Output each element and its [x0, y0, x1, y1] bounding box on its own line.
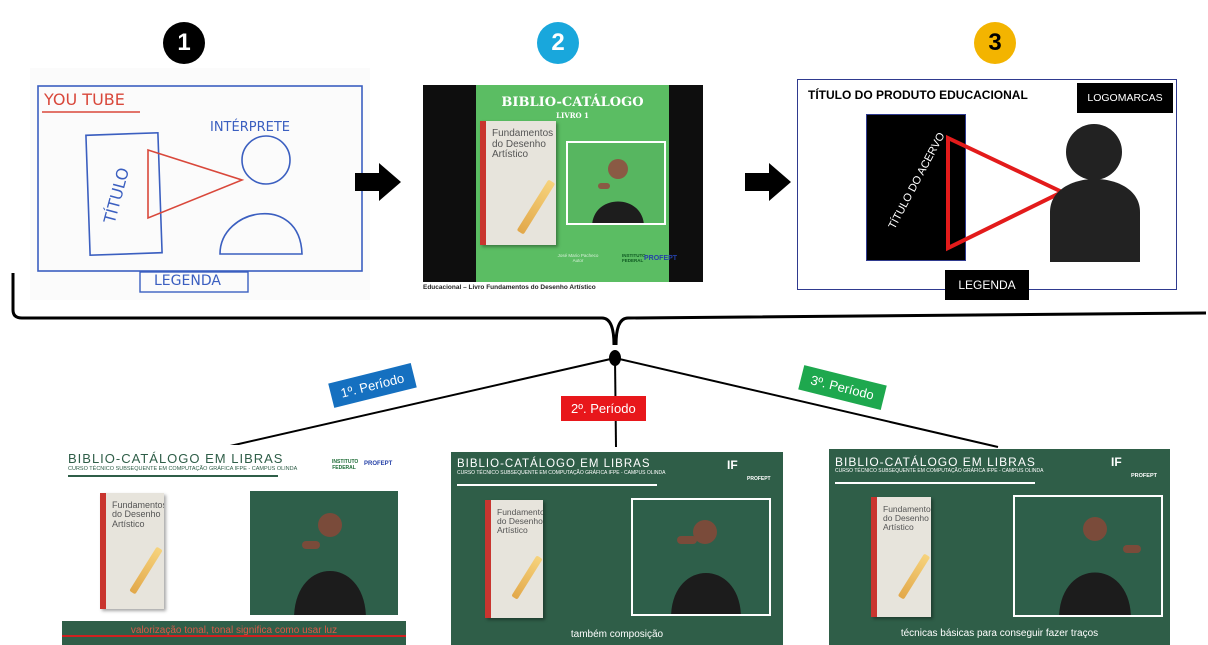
frame-1-logo-profept: PROFEPT	[364, 461, 393, 467]
frame-3-interpreter	[1059, 517, 1141, 615]
period-2-label: 2º. Período	[561, 396, 646, 421]
period-3-frame: BIBLIO-CATÁLOGO EM LIBRAS CURSO TÉCNICO …	[829, 449, 1170, 645]
layout-drawing	[946, 124, 1140, 262]
layout-title: TÍTULO DO PRODUTO EDUCACIONAL	[808, 88, 1028, 102]
layout-logos-box: LOGOMARCAS	[1077, 83, 1173, 113]
frame-1-pencil	[129, 546, 163, 595]
slide-subtitle: LIVRO 1	[556, 111, 589, 120]
sketch-youtube-label: YOU TUBE	[44, 90, 125, 109]
interpreter-person	[592, 159, 644, 223]
frame-1-book-title: Fundamentos do Desenho Artístico	[112, 500, 164, 529]
frame-3-pencil	[897, 553, 931, 600]
frame-1-underline	[68, 475, 278, 477]
step-3-number: 3	[988, 29, 1002, 56]
sketch-interprete-label: INTÉRPRETE	[210, 120, 290, 135]
frame-2-header: BIBLIO-CATÁLOGO EM LIBRAS CURSO TÉCNICO …	[451, 452, 783, 492]
arrow-right-1	[355, 163, 401, 201]
step-2-number: 2	[551, 29, 565, 56]
logo-if: INSTITUTO FEDERAL	[622, 253, 646, 263]
frame-1-body: Fundamentos do Desenho Artístico	[62, 485, 406, 621]
frame-3-underline	[835, 482, 1035, 484]
frame-2-logo-profept: PROFEPT	[747, 476, 771, 482]
step-2-circle: 2	[537, 22, 579, 64]
pencil-illustration	[516, 179, 556, 235]
screenshot-2: BIBLIO-CATÁLOGO LIVRO 1 Fundamentos do D…	[423, 85, 703, 305]
frame-2-logo-if: IF	[727, 458, 738, 472]
frame-2-pencil	[511, 555, 543, 600]
step-3-circle: 3	[974, 22, 1016, 64]
frame-1-interpreter	[294, 513, 366, 615]
interpreter-box	[566, 141, 666, 225]
green-slide: BIBLIO-CATÁLOGO LIVRO 1 Fundamentos do D…	[476, 85, 677, 282]
frame-2-underline	[457, 484, 657, 486]
book-cover: Fundamentos do Desenho Artístico	[480, 121, 556, 245]
frame-1-caption: valorização tonal, tonal significa como …	[130, 625, 338, 636]
arrow-right-2	[745, 163, 791, 201]
frame-2-interpreter	[671, 520, 741, 614]
frame-3-caption: técnicas básicas para conseguir fazer tr…	[900, 628, 1099, 639]
frame-2-interpreter-box	[631, 498, 771, 616]
step-1-circle: 1	[163, 22, 205, 64]
frame-3-logo-profept: PROFEPT	[1131, 473, 1157, 479]
logo-profept: PROFEPT	[644, 255, 678, 262]
step-1-number: 1	[177, 29, 191, 56]
frame-3-title: BIBLIO-CATÁLOGO EM LIBRAS	[835, 455, 1036, 469]
frame-3-header: BIBLIO-CATÁLOGO EM LIBRAS CURSO TÉCNICO …	[829, 449, 1170, 489]
frame-1-caption-bar	[62, 621, 406, 645]
sketch-legenda-label: LEGENDA	[154, 273, 221, 289]
author-label: José Mario Pacheco Autor	[557, 253, 599, 263]
frame-3-book: Fundamentos do Desenho Artístico	[871, 497, 931, 617]
period-2-frame: BIBLIO-CATÁLOGO EM LIBRAS CURSO TÉCNICO …	[451, 452, 783, 645]
period-1-label: 1º. Período	[328, 363, 417, 408]
period-3-label: 3º. Período	[798, 365, 887, 410]
frame-1-interpreter-box	[248, 489, 400, 617]
frame-1-header: BIBLIO-CATÁLOGO EM LIBRAS CURSO TÉCNICO …	[62, 445, 406, 485]
frame-3-interpreter-box	[1013, 495, 1163, 617]
period-1-frame: BIBLIO-CATÁLOGO EM LIBRAS CURSO TÉCNICO …	[62, 445, 406, 645]
frame-2-caption: também composição	[570, 629, 664, 640]
layout-legend-box: LEGENDA	[945, 270, 1029, 300]
frame-2-book: Fundamentos do Desenho Artístico	[485, 500, 543, 618]
frame-2-book-title: Fundamentos do Desenho Artístico	[497, 507, 543, 535]
frame-2-title: BIBLIO-CATÁLOGO EM LIBRAS	[457, 458, 651, 470]
frame-1-book: Fundamentos do Desenho Artístico	[100, 493, 164, 609]
video-caption: Educacional – Livro Fundamentos do Desen…	[423, 284, 596, 291]
layout-template: TÍTULO DO PRODUTO EDUCACIONAL LOGOMARCAS…	[797, 79, 1177, 290]
frame-3-book-title: Fundamentos do Desenho Artístico	[883, 504, 931, 532]
book-title: Fundamentos do Desenho Artístico	[492, 128, 554, 160]
slide-title: BIBLIO-CATÁLOGO	[501, 95, 644, 110]
frame-3-subtitle: CURSO TÉCNICO SUBSEQUENTE EM COMPUTAÇÃO …	[835, 468, 1044, 474]
frame-1-logo-if: INSTITUTO FEDERAL	[332, 459, 359, 471]
frame-2-subtitle: CURSO TÉCNICO SUBSEQUENTE EM COMPUTAÇÃO …	[457, 470, 666, 476]
frame-3-logo-if: IF	[1111, 455, 1122, 469]
sketch-panel: YOU TUBE TÍTULO INTÉRPRETE LEGENDA	[30, 68, 370, 300]
frame-1-subtitle: CURSO TÉCNICO SUBSEQUENTE EM COMPUTAÇÃO …	[68, 466, 298, 472]
frame-1-title: BIBLIO-CATÁLOGO EM LIBRAS	[68, 451, 284, 466]
frame-1-progress-bar[interactable]	[62, 635, 406, 637]
